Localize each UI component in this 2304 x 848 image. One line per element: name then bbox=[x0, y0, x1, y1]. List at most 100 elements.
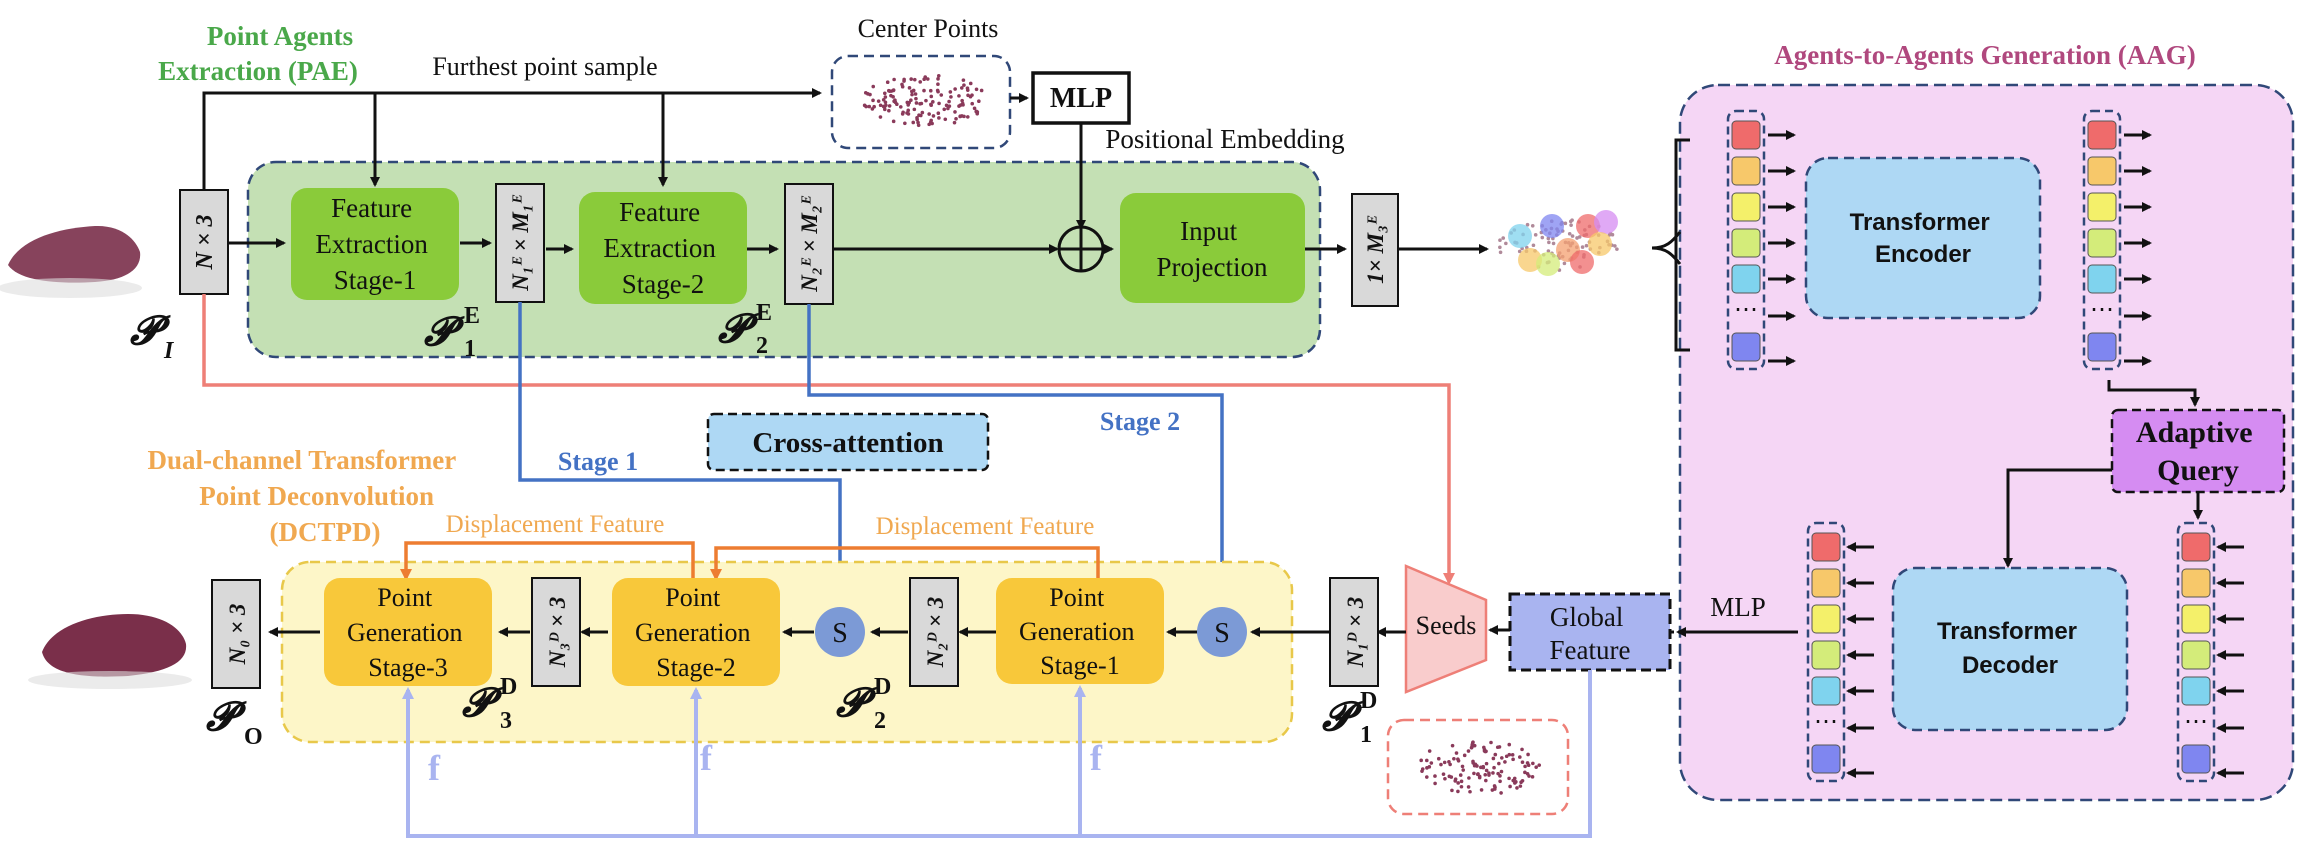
pg1-line1: Point bbox=[1049, 583, 1105, 612]
cloud-point bbox=[1443, 776, 1447, 781]
cloud-point bbox=[959, 86, 964, 90]
agent-token bbox=[1811, 640, 1841, 670]
cloud-point bbox=[1476, 772, 1480, 776]
cloud-point bbox=[902, 77, 906, 82]
cloud-point bbox=[1429, 761, 1434, 765]
cloud-point bbox=[1454, 751, 1459, 755]
cloud-point bbox=[878, 103, 883, 108]
decoder-output-tokens: ⋯ bbox=[1806, 521, 1874, 783]
cloud-point bbox=[883, 100, 888, 105]
cloud-point bbox=[892, 99, 896, 104]
cloud-point bbox=[913, 92, 918, 96]
cloud-point bbox=[1492, 787, 1497, 791]
cloud-point bbox=[1491, 771, 1495, 775]
cloud-point bbox=[1484, 778, 1488, 783]
cloud-point bbox=[876, 99, 881, 103]
cloud-point bbox=[911, 88, 916, 93]
cloud-point bbox=[912, 107, 917, 112]
sum-node-stage2: S bbox=[815, 607, 865, 657]
agent-token bbox=[2181, 532, 2211, 562]
decoder-input-tokens: ⋯ bbox=[2176, 521, 2244, 783]
cloud-point bbox=[1503, 760, 1507, 764]
cloud-point bbox=[974, 87, 979, 92]
cloud-point bbox=[972, 106, 977, 111]
cloud-point bbox=[1484, 768, 1489, 773]
cloud-point bbox=[1450, 788, 1454, 793]
agent-pointcloud bbox=[1498, 210, 1619, 276]
cloud-point bbox=[949, 95, 953, 99]
agent-token bbox=[1731, 332, 1761, 362]
cloud-point bbox=[1459, 784, 1464, 789]
cloud-point bbox=[1531, 243, 1536, 248]
svg-text:Feature Extraction Sta: Feature Extraction Stage-1 bbox=[315, 193, 434, 295]
cloud-point bbox=[891, 95, 895, 99]
transformer-encoder-box bbox=[1804, 156, 2042, 320]
svg-text:Dual-channel Transformer P: Dual-channel Transformer Point Deconvolu… bbox=[148, 445, 463, 547]
cloud-point bbox=[1471, 740, 1475, 744]
tensor-n2d: N₂ᴰ × 3 bbox=[909, 577, 959, 687]
cloud-point bbox=[923, 75, 928, 79]
cloud-point bbox=[883, 91, 887, 96]
proj-line1: Input bbox=[1180, 216, 1237, 246]
cloud-point bbox=[871, 98, 875, 103]
encoder-line2: Encoder bbox=[1875, 241, 1971, 268]
f-label-2: f bbox=[700, 738, 713, 778]
add-operator bbox=[1057, 225, 1105, 273]
cloud-point bbox=[948, 90, 953, 94]
cloud-point bbox=[936, 111, 941, 116]
cloud-point bbox=[1610, 232, 1615, 237]
cloud-point bbox=[891, 119, 896, 124]
token-ellipsis: ⋯ bbox=[2090, 297, 2114, 323]
cloud-point bbox=[1424, 758, 1429, 763]
cloud-point bbox=[1537, 763, 1542, 767]
displacement-connector-2 bbox=[400, 541, 695, 581]
cloud-point bbox=[924, 98, 928, 103]
seeds-label: Seeds bbox=[1416, 611, 1477, 640]
cloud-point bbox=[916, 123, 921, 128]
agent-token bbox=[1811, 744, 1841, 774]
cloud-point bbox=[1447, 759, 1451, 764]
cloud-point bbox=[1479, 788, 1484, 792]
cloud-point bbox=[1520, 779, 1525, 783]
cloud-point bbox=[1498, 250, 1503, 255]
pae-connectors bbox=[202, 88, 1489, 254]
svg-text:N × 3: N × 3 bbox=[192, 214, 218, 270]
cloud-point bbox=[1456, 758, 1461, 763]
fe1-line2: Extraction bbox=[315, 229, 428, 259]
pae-title-line1: Point Agents bbox=[207, 21, 353, 51]
cross-attention-box bbox=[706, 412, 990, 472]
cloud-point bbox=[960, 101, 965, 106]
pos-embed-label: Positional Embedding bbox=[1105, 124, 1344, 154]
agent-token bbox=[2087, 228, 2117, 258]
point-generation-stage3-box bbox=[324, 578, 492, 686]
cloud-point bbox=[1489, 740, 1493, 745]
agent-sphere bbox=[1518, 248, 1542, 272]
agent-token bbox=[1731, 264, 1761, 294]
cloud-point bbox=[885, 80, 890, 85]
pg3-line3: Stage-3 bbox=[368, 653, 447, 682]
agent-token bbox=[2087, 156, 2117, 186]
transformer-decoder-box bbox=[1891, 566, 2129, 732]
stage2-label: Stage 2 bbox=[1100, 407, 1180, 436]
pae-title-line2: Extraction (PAE) bbox=[158, 56, 358, 86]
cloud-point bbox=[915, 117, 919, 122]
f-label-1: f bbox=[1090, 738, 1103, 778]
cloud-point bbox=[961, 78, 966, 82]
cloud-point bbox=[1562, 261, 1567, 266]
agent-token bbox=[2087, 120, 2117, 150]
cloud-point bbox=[936, 77, 940, 81]
cloud-point bbox=[867, 104, 872, 109]
cloud-point bbox=[968, 81, 973, 86]
cloud-point bbox=[883, 95, 888, 99]
svg-text:Input Projection: Input Projection bbox=[1157, 216, 1268, 282]
cloud-point bbox=[936, 82, 940, 87]
svg-text:Transformer Encoder: Transformer Encoder bbox=[1850, 209, 1997, 268]
cloud-point bbox=[1570, 234, 1575, 238]
cloud-point bbox=[1420, 769, 1424, 773]
cloud-point bbox=[1525, 771, 1530, 776]
cloud-point bbox=[1433, 774, 1437, 778]
adaptive-query-line2: Query bbox=[2157, 454, 2239, 487]
cloud-point bbox=[884, 103, 888, 108]
fe2-line3: Stage-2 bbox=[622, 269, 704, 299]
cloud-point bbox=[1507, 776, 1511, 781]
